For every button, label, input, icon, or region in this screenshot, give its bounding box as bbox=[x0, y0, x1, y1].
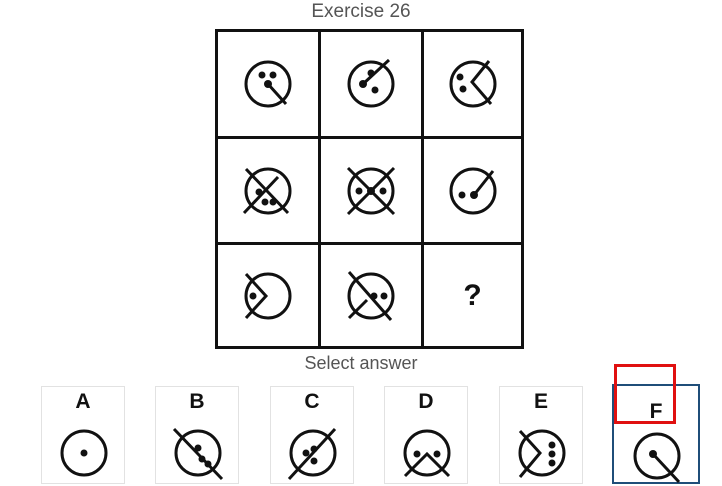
figure-circle-icon bbox=[244, 60, 292, 108]
figure-circle-icon bbox=[172, 427, 224, 481]
figure-circle-icon bbox=[244, 272, 292, 319]
figure-circle-icon bbox=[287, 427, 337, 481]
figure-circle-icon bbox=[347, 58, 395, 108]
option-letter: D bbox=[418, 390, 434, 413]
figure-circle-icon bbox=[346, 166, 396, 215]
grid-cell-1-3 bbox=[424, 32, 521, 136]
grid-cell-2-1 bbox=[218, 139, 318, 242]
grid-divider bbox=[421, 32, 424, 346]
option-letter: A bbox=[75, 390, 91, 413]
figure-circle-icon bbox=[60, 429, 108, 477]
figure-circle-icon bbox=[518, 429, 566, 478]
select-answer-label: Select answer bbox=[304, 353, 418, 373]
option-a[interactable]: A bbox=[41, 386, 125, 484]
grid-cell-3-2 bbox=[321, 245, 421, 346]
grid-cell-3-1 bbox=[218, 245, 318, 346]
grid-cell-1-1 bbox=[218, 32, 318, 136]
option-c[interactable]: C bbox=[270, 386, 354, 484]
option-b[interactable]: B bbox=[155, 386, 239, 484]
puzzle-grid: ? bbox=[215, 29, 524, 349]
option-letter: F bbox=[649, 400, 663, 423]
grid-cell-2-3 bbox=[424, 139, 521, 242]
grid-cell-3-3-missing: ? bbox=[424, 245, 521, 346]
option-d[interactable]: D bbox=[384, 386, 468, 484]
exercise-title: Exercise 26 bbox=[311, 1, 411, 22]
grid-cell-1-2 bbox=[321, 32, 421, 136]
grid-divider bbox=[218, 242, 521, 245]
figure-circle-icon bbox=[242, 167, 292, 214]
option-e[interactable]: E bbox=[499, 386, 583, 484]
question-mark: ? bbox=[463, 278, 482, 312]
figure-circle-icon bbox=[347, 270, 395, 321]
figure-circle-icon bbox=[449, 60, 496, 108]
figure-circle-icon bbox=[449, 167, 496, 214]
option-letter: B bbox=[189, 390, 205, 413]
option-letter: C bbox=[304, 390, 320, 413]
option-letter: E bbox=[533, 390, 548, 413]
grid-cell-2-2 bbox=[321, 139, 421, 242]
figure-circle-icon bbox=[403, 429, 451, 478]
grid-divider bbox=[218, 136, 521, 139]
figure-circle-icon bbox=[633, 432, 681, 484]
grid-divider bbox=[318, 32, 321, 346]
option-f[interactable]: F bbox=[612, 384, 700, 484]
